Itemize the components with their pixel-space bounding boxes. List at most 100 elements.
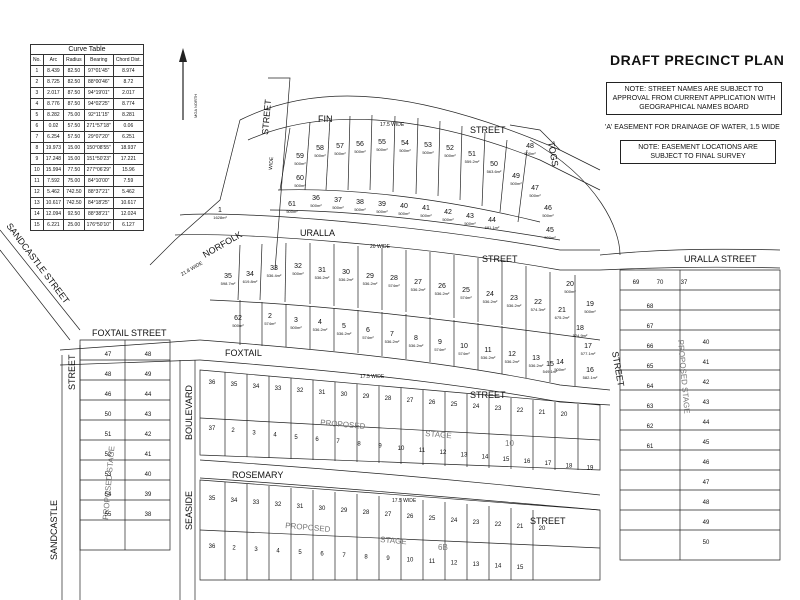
lot-number: 24 [451,518,458,524]
lot-number: 3 [254,547,258,553]
curve-table-cell: 8.774 [112,98,144,110]
curve-table-cell: 10.617 [112,197,144,209]
lot-number: 32 [297,388,304,394]
lot-area: 500m² [334,151,346,156]
curve-table-cell: 97°01'45" [83,65,114,77]
lot-number: 32 [275,502,282,508]
lot-number: 14 [495,564,502,570]
lot-area: 536.2m² [411,287,426,292]
lot-area: 536.4m² [267,273,282,278]
lot-number: 42 [145,432,152,438]
lot-area: 536.2m² [339,277,354,282]
lot-number: 61 [288,201,296,208]
lot-number: 28 [390,275,398,282]
lot-number: 41 [703,360,710,366]
street-names-note: NOTE: STREET NAMES ARE SUBJECT TO APPROV… [606,82,782,115]
street-label-uralla: STREET [482,254,518,264]
curve-table-header: Bearing [83,54,114,66]
curve-table-cell: 7.59 [112,175,144,187]
lot-area: 500m² [376,147,388,152]
curve-table-cell: 12.024 [112,208,144,220]
curve-table-cell: 15.994 [42,164,65,176]
lot-area: 574m² [264,321,276,326]
lot-number: 51 [468,151,476,158]
lot-number: 48 [526,143,534,150]
lot-number: 16 [524,459,531,465]
curve-table-cell: 92.50 [63,208,85,220]
lot-number: 27 [407,398,414,404]
curve-table-cell: 84°10'00" [83,175,114,187]
lot-number: 41 [145,452,152,458]
curve-table-cell: 2.017 [42,87,65,99]
lot-area: 500m² [314,153,326,158]
lot-number: 25 [451,402,458,408]
curve-table-header: Radius [63,54,85,66]
lot-number: 23 [473,520,480,526]
lot-number: 21 [558,307,566,314]
lot-number: 22 [495,522,502,528]
lot-area: 500m² [354,149,366,154]
curve-table-cell: 7 [30,131,44,143]
norfolk-label: NORFOLK [201,229,244,259]
lot-number: 3 [294,317,298,324]
lot-area: 500m² [310,203,322,208]
lot-number: 50 [490,161,498,168]
lot-number: 11 [429,559,436,565]
curve-table-cell: 57.50 [63,131,85,143]
lot-number: 38 [356,199,364,206]
togs-label: TOGS [546,141,560,168]
fin-label: FIN [318,114,333,124]
lot-number: 25 [462,287,470,294]
lot-area: 500m² [442,217,454,222]
lot-area: 536.2m² [409,343,424,348]
lot-area: 1628m² [213,215,227,220]
curve-table-cell: 10.617 [42,197,65,209]
lot-number: 19 [587,466,594,472]
lot-area: 500m² [584,309,596,314]
lot-area: 500m² [294,183,306,188]
curve-table-cell: 10 [30,164,44,176]
lot-number: 33 [253,500,260,506]
lot-number: 41 [422,205,430,212]
lot-number: 45 [703,440,710,446]
curve-table-cell: 0.02 [42,120,65,132]
seaside-label: SEASIDE [184,491,194,530]
lot-number: 16 [586,367,594,374]
lot-number: 47 [703,480,710,486]
lot-number: 24 [473,404,480,410]
lot-area: 524.9m² [573,333,588,338]
curve-table-cell: 25.00 [63,219,85,231]
lot-number: 6 [315,437,319,443]
street-label-rosemary: STREET [530,516,566,526]
lot-number: 15 [546,361,554,368]
curve-table-cell: 6 [30,120,44,132]
lot-number: 2 [232,546,236,552]
street-label-vertical-left: STREET [260,98,273,135]
lot-area: 536.2m² [363,281,378,286]
lot-number: 26 [407,514,414,520]
curve-table-cell: 277°06'29" [83,164,114,176]
street-label-left: STREET [67,354,77,390]
lot-number: 51 [105,432,112,438]
lot-number: 44 [488,217,496,224]
lot-area: 500m² [524,151,536,156]
wide-label-rosemary: 17.5 WIDE [392,498,417,504]
lot-number: 30 [342,269,350,276]
curve-table-cell: 3 [30,87,44,99]
north-arrow-icon [179,48,187,120]
lot-area: 500m² [420,213,432,218]
lot-area: 500m² [398,211,410,216]
lot-area: 536.2m² [507,303,522,308]
wide-label-foxtail: 17.5 WIDE [360,374,385,380]
curve-table-cell: 6.251 [112,131,144,143]
lot-number: 54 [105,492,112,498]
lot-number: 62 [647,424,654,430]
lot-area: 500m² [464,221,476,226]
proposed-stage-centre: PROPOSED [320,418,366,431]
easement-legend: 'A' EASEMENT FOR DRAINAGE OF WATER, 1.5 … [605,124,780,131]
lot-number: 40 [400,203,408,210]
lot-area: 500m² [294,161,306,166]
